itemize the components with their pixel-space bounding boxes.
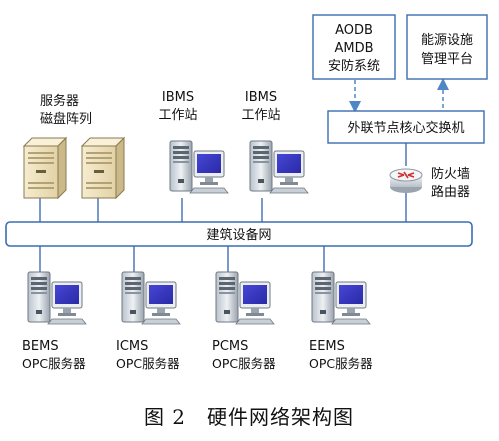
eems-sublabel: OPC服务器 <box>309 356 373 371</box>
top-box-aodb: AODB AMDB 安防系统 <box>312 14 396 80</box>
storage-label-1: 服务器 <box>40 93 79 109</box>
energy-facility-label: 能源设施 <box>421 33 473 48</box>
router-label: 路由器 <box>431 184 470 200</box>
eems-server-icon <box>311 271 371 325</box>
network-bus-label: 建筑设备网 <box>206 227 271 243</box>
ibms-workstation-2-sublabel: 工作站 <box>241 108 280 123</box>
ibms-workstation-1-icon <box>169 140 229 194</box>
storage-label-2: 磁盘阵列 <box>40 111 92 127</box>
top-box-energy: 能源设施 管理平台 <box>406 14 488 80</box>
aodb-label: AODB <box>335 23 373 38</box>
eems-label: EEMS <box>309 339 345 354</box>
storage-cabinet-icon <box>81 137 125 199</box>
amdb-label: AMDB <box>334 41 373 56</box>
icms-sublabel: OPC服务器 <box>116 356 180 371</box>
dashed-links <box>349 78 449 113</box>
ibms-workstation-1-label: IBMS <box>162 90 194 105</box>
core-switch-box: 外联节点核心交换机 <box>327 110 485 144</box>
ibms-workstation-1-sublabel: 工作站 <box>158 108 197 123</box>
management-platform-label: 管理平台 <box>421 52 473 67</box>
firewall-label: 防火墙 <box>431 166 470 182</box>
pcms-server-icon <box>215 271 275 325</box>
pcms-sublabel: OPC服务器 <box>212 356 276 371</box>
bems-sublabel: OPC服务器 <box>22 356 86 371</box>
ibms-workstation-2-icon <box>249 140 309 194</box>
network-bus: 建筑设备网 <box>5 221 473 247</box>
figure-caption: 图 2 硬件网络架构图 <box>144 405 354 429</box>
icms-server-icon <box>121 271 181 325</box>
bems-label: BEMS <box>22 339 59 354</box>
core-switch-label: 外联节点核心交换机 <box>347 120 464 136</box>
security-system-label: 安防系统 <box>328 58 380 74</box>
ibms-workstation-2-label: IBMS <box>245 90 277 105</box>
icms-label: ICMS <box>116 339 148 354</box>
pcms-label: PCMS <box>212 339 248 354</box>
storage-cabinet-icon <box>23 137 67 199</box>
router-icon <box>389 168 423 193</box>
connector-lines <box>39 143 407 272</box>
bems-server-icon <box>27 271 87 325</box>
